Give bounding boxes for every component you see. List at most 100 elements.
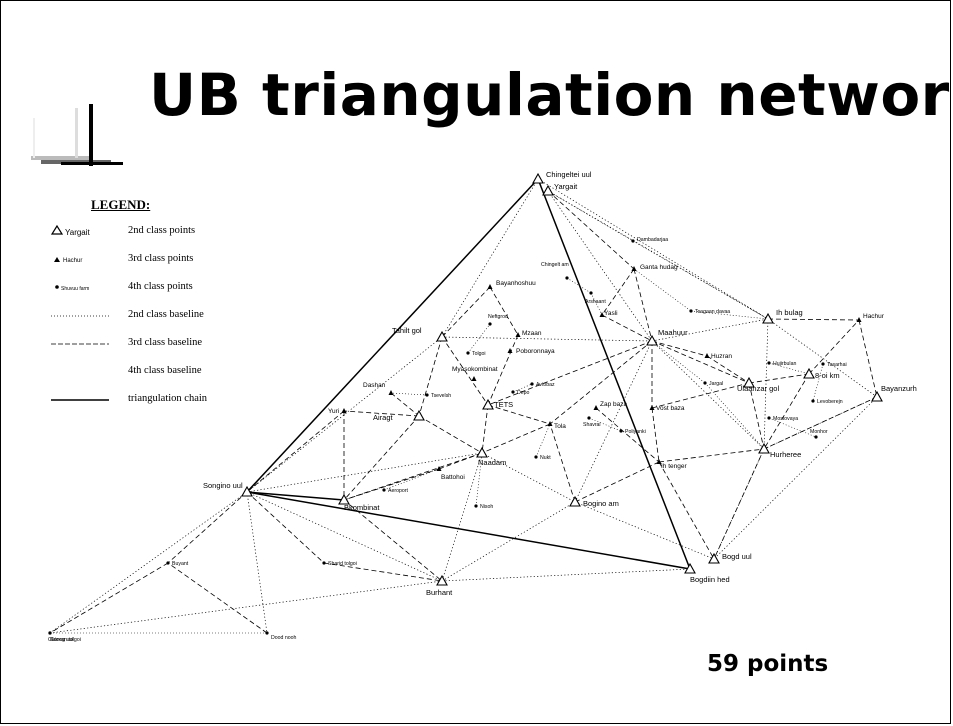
baseline-dash [748, 382, 765, 450]
point-label: Buyant [172, 561, 189, 567]
survey-point-tsagaandavaa: Tsagaan davaa [689, 309, 730, 315]
point-label: 8-oi km [815, 371, 840, 380]
point-label: Yargait [554, 182, 578, 191]
points-count: 59 points [707, 651, 829, 677]
baseline-dot [246, 491, 268, 634]
solid-line-icon [51, 399, 109, 401]
baseline-dash [343, 468, 440, 501]
survey-point-dambadarjaa: Dambadarjaa [631, 237, 668, 243]
dot-marker-icon [488, 322, 492, 326]
baseline-dash [323, 562, 443, 582]
point-label: Tsagaan davaa [695, 309, 730, 315]
baseline-dash [601, 314, 653, 342]
survey-point-songino: Songino uul [203, 481, 253, 497]
survey-point-aeroport: Aeroport [382, 488, 408, 494]
baseline-dash [167, 491, 248, 564]
legend-symbol-text: Shuvuu farm [61, 286, 89, 292]
survey-point-tets: TETS [482, 398, 513, 410]
survey-point-maahuur: Maahuur [646, 328, 688, 346]
point-label: Ganta hudag [640, 264, 678, 271]
baseline-dash [706, 355, 750, 384]
dot-marker-icon [811, 399, 815, 403]
point-label: Naadam [478, 458, 506, 467]
survey-point-naadam: Naadam [476, 446, 506, 467]
baseline-dash [441, 336, 489, 406]
baseline-fine [768, 362, 810, 375]
baseline-dot [763, 396, 878, 450]
point-label: Gurvan tolgoi [50, 637, 81, 643]
survey-point-tsevelsh: Tsevelsh [425, 393, 451, 399]
survey-point-buyant: Buyant [166, 561, 189, 567]
point-label: Mostovaya [773, 416, 798, 422]
dotted-line-icon [51, 315, 109, 317]
point-label: Zap baza [600, 401, 627, 408]
survey-point-arshaant: Arshaant [585, 291, 606, 305]
point-label: Airagt [373, 413, 394, 422]
survey-point-poboronnaya: Poboronnaya [507, 348, 555, 355]
point-label: Tola [554, 423, 566, 430]
baseline-dash [767, 318, 860, 321]
baseline-dash [487, 340, 653, 406]
point-label: TETS [494, 400, 513, 409]
point-label: Bogdiin hed [690, 575, 730, 584]
baseline-dash [390, 392, 420, 417]
survey-point-obtoog: Obtoog uul [48, 631, 73, 643]
baseline-dash [763, 396, 878, 450]
baseline-dot [441, 501, 576, 582]
baseline-dash [651, 340, 708, 357]
small-triangle-marker-icon [487, 284, 493, 289]
baseline-dot [441, 178, 539, 338]
survey-point-airagt: Airagt [373, 409, 425, 422]
small-triangle-marker-icon [856, 317, 862, 322]
small-triangle-marker-icon [507, 348, 513, 353]
survey-point-ganta: Ganta hudag [631, 264, 678, 271]
legend-label: 4th class baseline [128, 365, 202, 376]
small-triangle-marker-icon [593, 405, 599, 410]
point-label: Levoberejn [817, 399, 843, 405]
baseline-dash [574, 461, 660, 503]
survey-point-ihbulag: Ih bulag [762, 308, 803, 324]
baseline-dash [343, 415, 420, 501]
baseline-dot [574, 340, 653, 503]
dot-marker-icon [466, 351, 470, 355]
legend-item-4th-class-points: Shuvuu farm 4th class points [51, 280, 251, 296]
survey-point-poliyanki: Poliyanki [619, 429, 646, 435]
small-triangle-marker-icon [649, 405, 655, 410]
survey-point-monhor: Monhor [810, 429, 828, 439]
survey-point-nukt: Nukt [534, 455, 551, 461]
baseline-dash [651, 407, 660, 463]
survey-point-hujirbulan: Hujirbulan [767, 361, 796, 367]
triangle-marker-icon [871, 390, 883, 402]
survey-point-nisoh: Nisoh [474, 504, 493, 510]
baseline-dash [595, 407, 660, 463]
legend-symbol-text: Yargait [65, 228, 91, 237]
baseline-dash [658, 448, 765, 463]
survey-point-zapbaza: Zap baza [593, 401, 627, 410]
decorative-corner-mark [31, 104, 123, 166]
point-label: Bkombinat [344, 503, 380, 512]
survey-point-battohoi: Battohoi [436, 466, 465, 481]
point-label: Chingelt am [541, 262, 569, 268]
triangle-marker-icon [743, 376, 755, 388]
baseline-dash [441, 286, 491, 338]
triangle-marker-icon [482, 398, 494, 410]
baseline-dash [438, 452, 483, 470]
baseline-fine [690, 310, 769, 320]
baseline-dot [763, 318, 769, 450]
triangle-marker-icon [762, 312, 774, 324]
survey-point-tasarhai: Tasarhai [821, 362, 847, 368]
survey-point-bogduul: Bogd uul [708, 552, 752, 564]
dot-marker-icon [631, 239, 635, 243]
legend-label: 3rd class baseline [128, 337, 203, 348]
survey-point-bogdiinhad: Bogdiin hed [684, 562, 730, 584]
baseline-dot [246, 336, 443, 493]
legend-label: triangulation chain [128, 393, 208, 404]
point-label: Dood nooh [271, 635, 296, 641]
survey-point-depo: Depo [511, 390, 530, 396]
small-triangle-marker-icon [388, 390, 394, 395]
point-label: Chingeltei uul [546, 170, 592, 179]
point-label: Monhor [810, 429, 828, 435]
point-label: Dambadarjaa [637, 237, 668, 243]
triangle-marker-icon [241, 485, 253, 497]
point-label: Bayanzurh [881, 384, 917, 393]
